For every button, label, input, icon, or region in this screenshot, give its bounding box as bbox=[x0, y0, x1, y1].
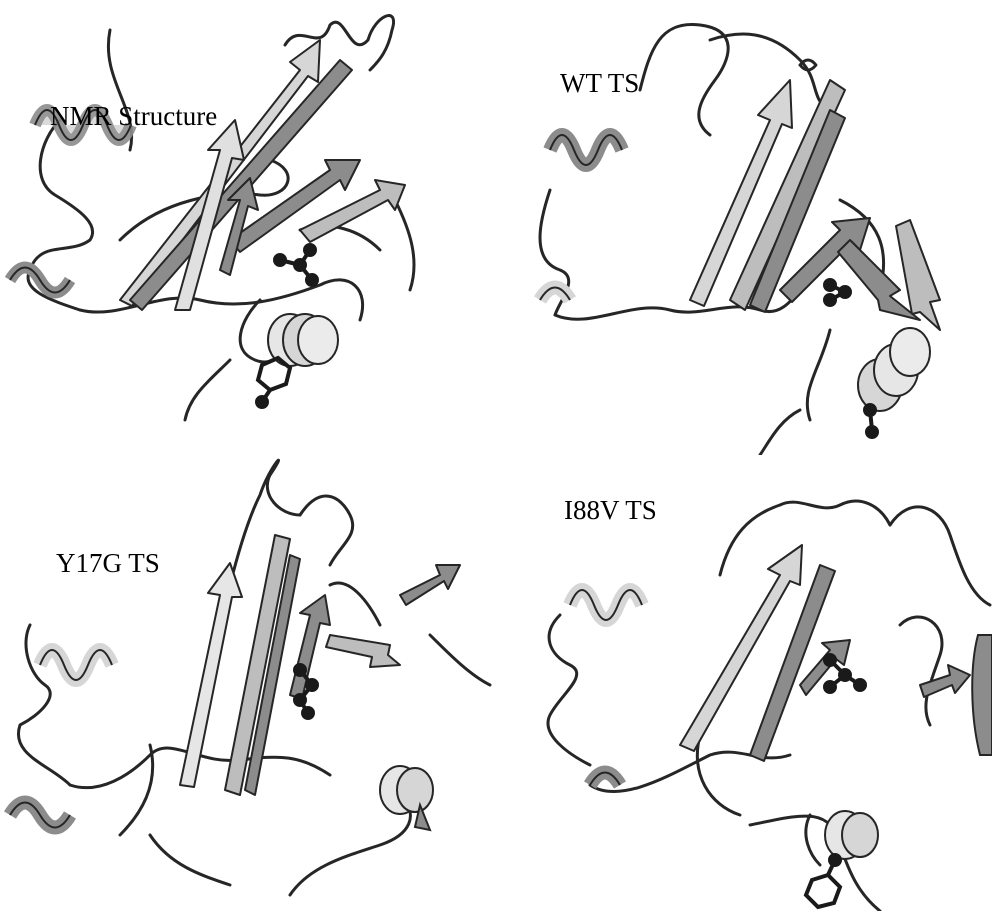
panel-i88v-ts: I88V TS bbox=[500, 455, 992, 911]
panel-nmr-structure: NMR Structure bbox=[0, 0, 500, 455]
panel-wt-ts: WT TS bbox=[500, 0, 992, 455]
panel-y17g-ts: Y17G TS bbox=[0, 455, 500, 911]
panel-label: Y17G TS bbox=[56, 548, 160, 579]
panel-label: I88V TS bbox=[564, 495, 657, 526]
panel-label: NMR Structure bbox=[50, 101, 217, 132]
protein-ribbon-nmr bbox=[0, 0, 500, 455]
panel-label: WT TS bbox=[560, 68, 639, 99]
protein-ribbon-y17g bbox=[0, 455, 500, 911]
